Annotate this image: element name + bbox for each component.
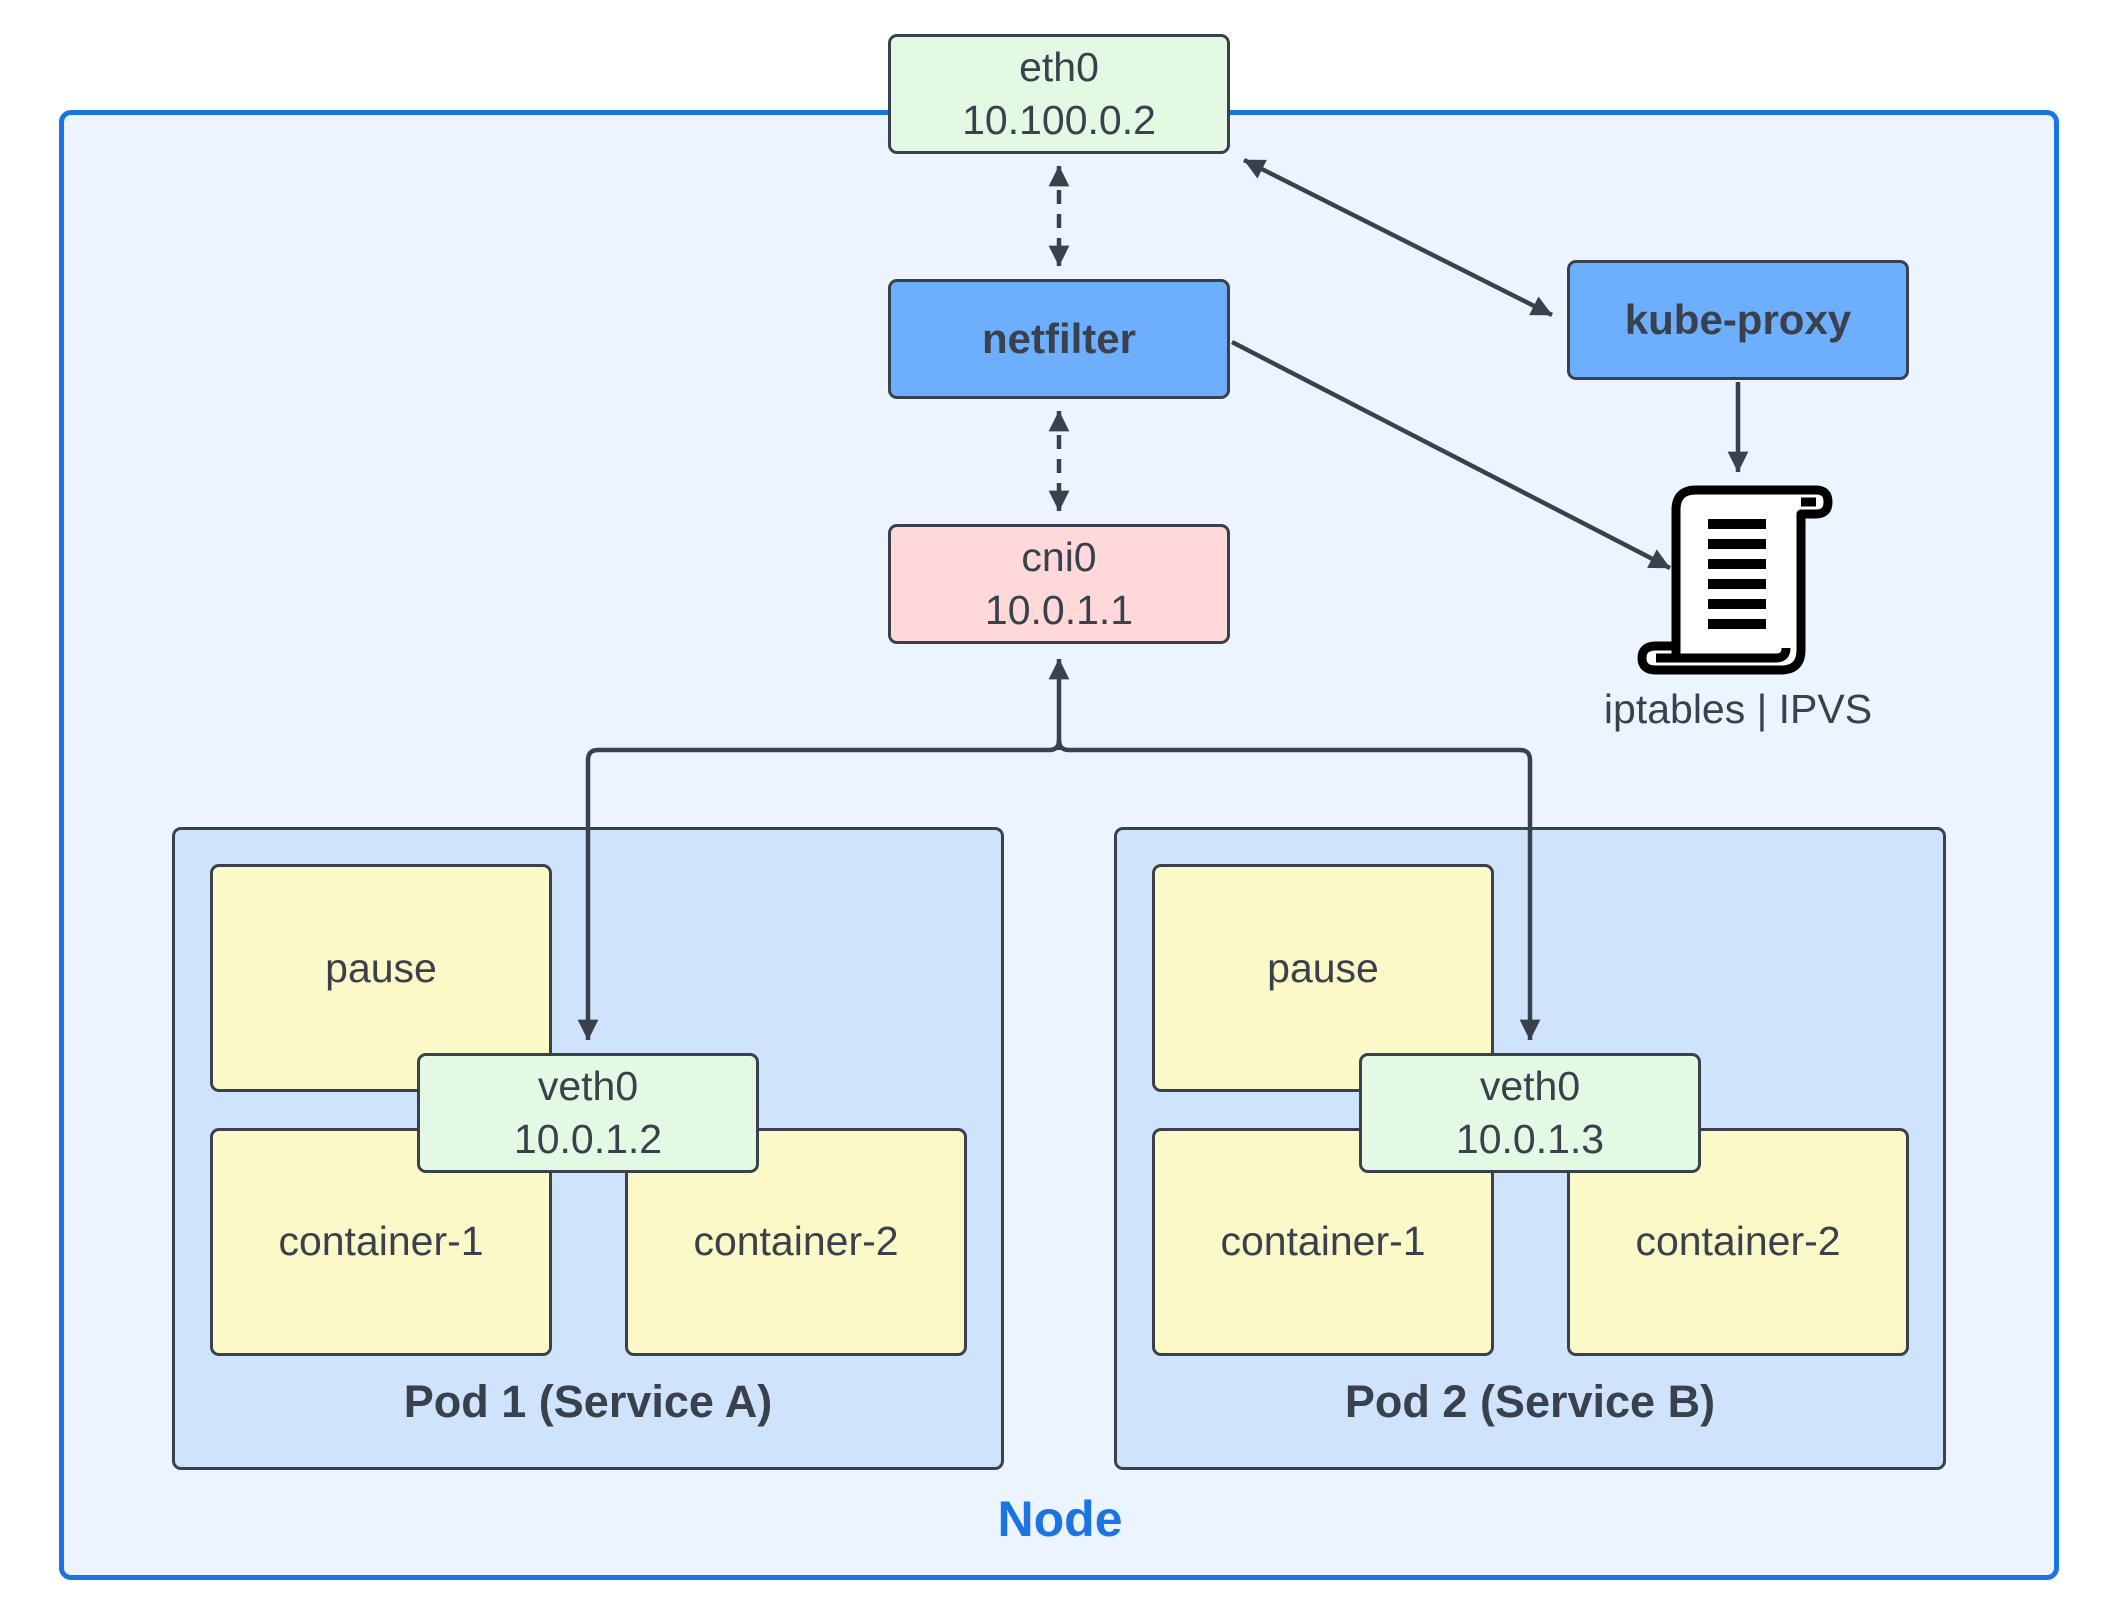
cni0-bridge: cni0 10.0.1.1 <box>888 524 1230 644</box>
cni0-ip: 10.0.1.1 <box>984 587 1134 633</box>
container-2-label: container-2 <box>693 1218 899 1265</box>
scroll-document-icon <box>1637 485 1833 675</box>
pod-1-title: Pod 1 (Service A) <box>403 1376 773 1427</box>
pod-1-veth0: veth0 10.0.1.2 <box>417 1053 759 1173</box>
iptables-ipvs-label: iptables | IPVS <box>1603 686 1873 732</box>
veth-name: veth0 <box>537 1062 639 1109</box>
netfilter-box: netfilter <box>888 279 1230 399</box>
kube-proxy-box: kube-proxy <box>1567 260 1909 380</box>
pause-label: pause <box>325 945 437 992</box>
container-1-label: container-1 <box>1220 1218 1426 1265</box>
veth-ip: 10.0.1.2 <box>513 1116 663 1162</box>
container-2-label: container-2 <box>1635 1218 1841 1265</box>
eth0-ip: 10.100.0.2 <box>962 97 1156 143</box>
pod-2-title: Pod 2 (Service B) <box>1344 1376 1716 1427</box>
eth0-name: eth0 <box>1019 43 1099 90</box>
eth0-interface: eth0 10.100.0.2 <box>888 34 1230 154</box>
container-1-label: container-1 <box>278 1218 484 1265</box>
veth-name: veth0 <box>1479 1062 1581 1109</box>
kube-proxy-label: kube-proxy <box>1624 295 1852 343</box>
cni0-name: cni0 <box>1021 533 1097 580</box>
node-title: Node <box>997 1491 1123 1547</box>
pod-2-veth0: veth0 10.0.1.3 <box>1359 1053 1701 1173</box>
netfilter-label: netfilter <box>981 314 1136 362</box>
pause-label: pause <box>1267 945 1379 992</box>
veth-ip: 10.0.1.3 <box>1455 1116 1605 1162</box>
